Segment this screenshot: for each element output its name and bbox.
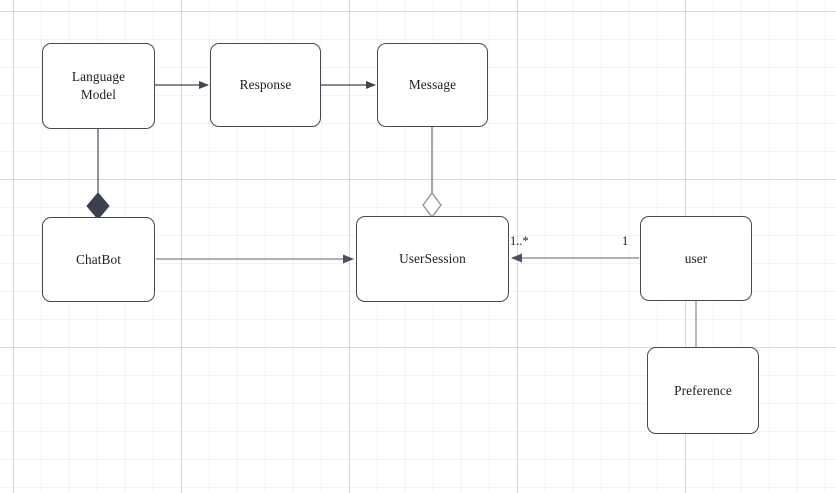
filled-diamond-icon: [86, 192, 110, 220]
multiplicity-label-one: 1: [622, 234, 629, 248]
node-user-label: user: [684, 250, 708, 266]
node-user[interactable]: user: [640, 216, 752, 301]
node-language-model[interactable]: Language Model: [42, 43, 155, 129]
node-message[interactable]: Message: [377, 43, 488, 127]
node-chatbot-label: ChatBot: [75, 251, 122, 267]
multiplicity-label-many: 1..*: [510, 234, 529, 248]
edge-language-model-to-chatbot: [86, 129, 110, 220]
hollow-diamond-icon: [422, 191, 442, 219]
node-chatbot[interactable]: ChatBot: [42, 217, 155, 302]
node-response[interactable]: Response: [210, 43, 321, 127]
node-preference[interactable]: Preference: [647, 347, 759, 434]
node-message-label: Message: [408, 77, 457, 93]
node-user-session-label: UserSession: [399, 251, 466, 267]
node-preference-label: Preference: [674, 382, 732, 398]
node-user-session[interactable]: UserSession: [356, 216, 509, 302]
edge-message-to-user-session: [422, 127, 442, 219]
node-language-model-line1: Language: [71, 69, 126, 85]
node-language-model-line2: Model: [80, 87, 117, 102]
node-language-model-label: Language Model: [72, 68, 125, 103]
node-response-label: Response: [239, 77, 292, 93]
